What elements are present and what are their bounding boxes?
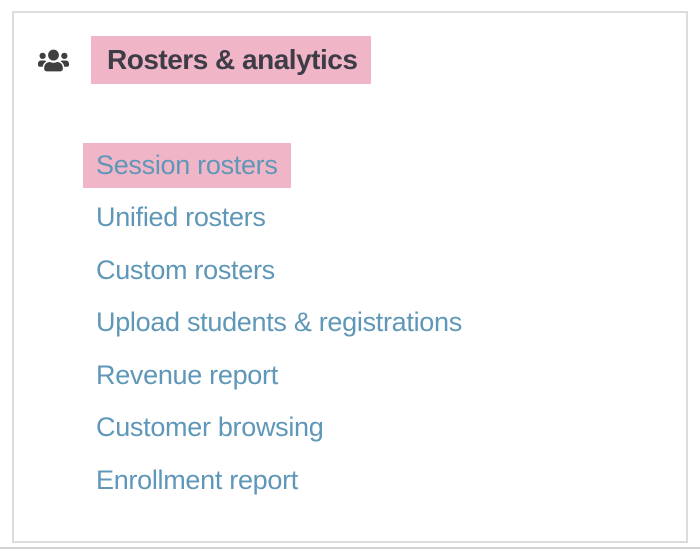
users-icon bbox=[38, 48, 69, 73]
menu-item-custom-rosters: Custom rosters bbox=[14, 244, 686, 297]
menu-link-upload-students-registrations[interactable]: Upload students & registrations bbox=[96, 307, 462, 338]
rosters-analytics-panel: Rosters & analytics Session rosters Unif… bbox=[12, 11, 688, 543]
menu-item-upload-students-registrations: Upload students & registrations bbox=[14, 297, 686, 350]
menu-item-enrollment-report: Enrollment report bbox=[14, 454, 686, 507]
page-bottom-divider bbox=[0, 547, 700, 549]
rosters-menu: Session rosters Unified rosters Custom r… bbox=[14, 139, 686, 507]
menu-item-revenue-report: Revenue report bbox=[14, 349, 686, 402]
menu-item-customer-browsing: Customer browsing bbox=[14, 402, 686, 455]
menu-link-session-rosters[interactable]: Session rosters bbox=[83, 142, 291, 188]
menu-item-unified-rosters: Unified rosters bbox=[14, 192, 686, 245]
section-header-rosters-analytics[interactable]: Rosters & analytics bbox=[91, 36, 372, 84]
menu-link-custom-rosters[interactable]: Custom rosters bbox=[96, 254, 275, 285]
menu-link-revenue-report[interactable]: Revenue report bbox=[96, 359, 278, 390]
menu-link-customer-browsing[interactable]: Customer browsing bbox=[96, 412, 324, 443]
menu-item-session-rosters: Session rosters bbox=[14, 139, 686, 192]
menu-section-header: Rosters & analytics bbox=[38, 36, 372, 84]
menu-link-unified-rosters[interactable]: Unified rosters bbox=[96, 202, 266, 233]
menu-link-enrollment-report[interactable]: Enrollment report bbox=[96, 464, 298, 495]
